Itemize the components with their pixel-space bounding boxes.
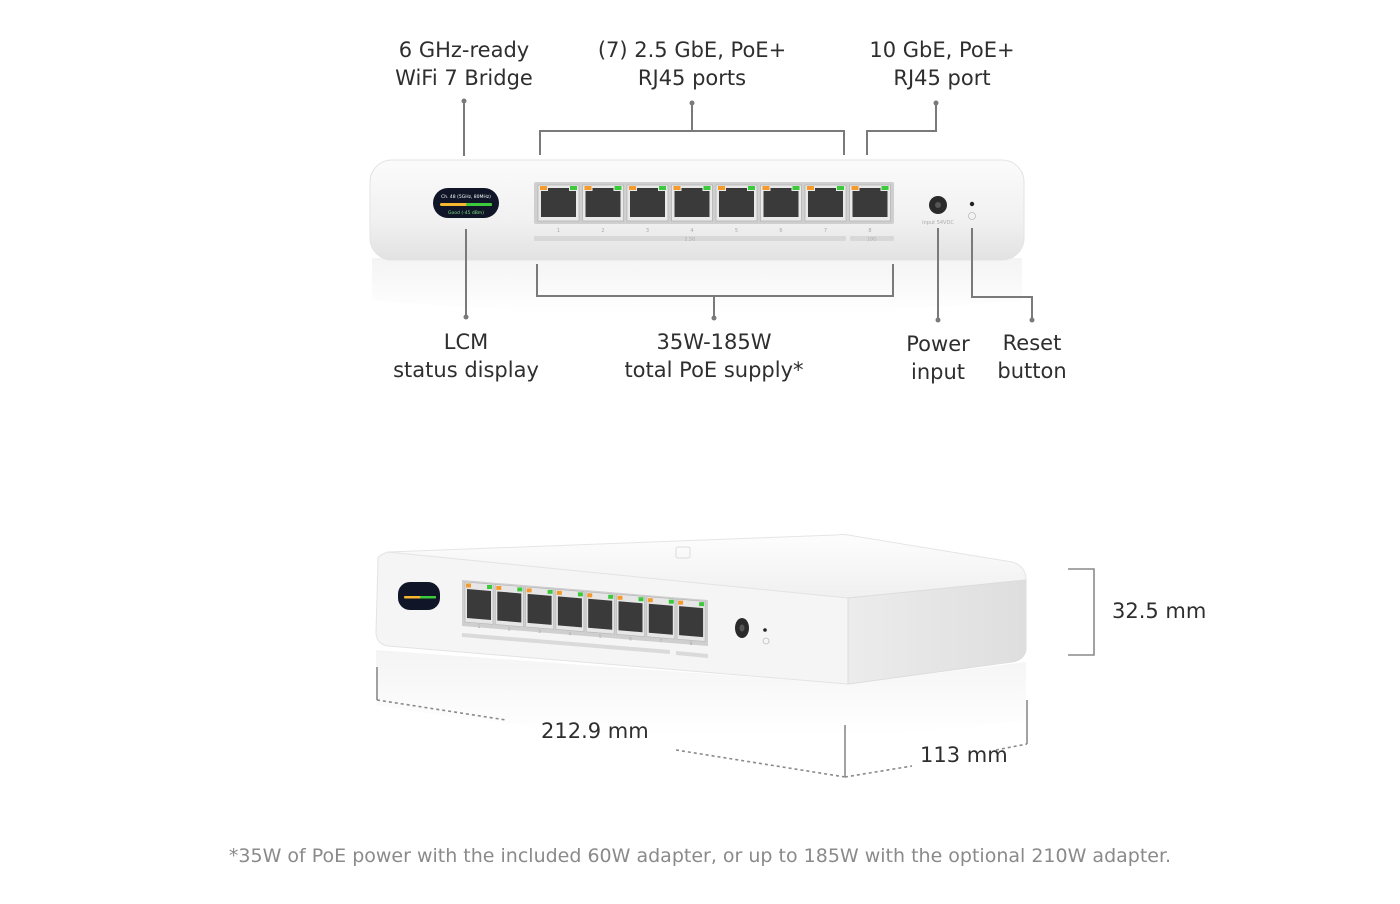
callout-poe-supply-line2: total PoE supply* xyxy=(624,358,804,382)
group-25g-label: 2.5G xyxy=(685,237,696,243)
group-25g-bar xyxy=(534,236,846,241)
callout-wifi-bridge-line2: WiFi 7 Bridge xyxy=(395,66,533,90)
port-number: 8 xyxy=(868,228,871,234)
callout-reset-button-line2: button xyxy=(997,359,1067,383)
callout-wifi-bridge: 6 GHz-ready WiFi 7 Bridge xyxy=(364,36,564,92)
rj45-port: 4 xyxy=(555,589,585,637)
power-jack: Input 54VDC xyxy=(922,196,954,226)
rj45-port: 8 xyxy=(676,598,706,647)
callout-25g-ports-line2: RJ45 ports xyxy=(637,66,747,90)
rj45-port: 5 xyxy=(715,184,758,234)
callout-wifi-bridge-line1: 6 GHz-ready xyxy=(398,38,530,62)
port-number: 5 xyxy=(735,228,738,234)
port-number: 6 xyxy=(779,228,782,234)
rj45-port: 4 xyxy=(671,184,713,234)
rj45-port: 6 xyxy=(760,184,802,234)
port-number: 2 xyxy=(601,228,604,234)
port-number: 7 xyxy=(659,639,662,645)
rj45-port: 5 xyxy=(585,591,615,640)
reset-hole-perspective xyxy=(763,628,767,632)
port-number: 5 xyxy=(599,634,602,640)
callout-power-input-line1: Power xyxy=(906,332,970,356)
port-number: 3 xyxy=(538,629,541,635)
power-jack-label: Input 54VDC xyxy=(922,220,954,226)
callout-25g-ports: (7) 2.5 GbE, PoE+ RJ45 ports xyxy=(572,36,812,92)
rj45-port: 7 xyxy=(804,184,847,234)
rj45-port: 2 xyxy=(582,184,624,234)
front-view-device: Ch. 48 (5GHz, 80MHz) Good (-45 dBm) 1 2 3 4… xyxy=(369,159,1025,315)
rj45-ports-perspective: 1 2 3 4 5 6 7 8 xyxy=(464,581,706,647)
reset-hole xyxy=(968,201,976,220)
lcm-display-perspective xyxy=(398,582,440,610)
dimension-width: 212.9 mm xyxy=(541,719,649,743)
callout-reset-button-line1: Reset xyxy=(1002,331,1062,355)
perspective-view-device: 1 2 3 4 5 6 7 8 xyxy=(375,534,1027,737)
poe-footnote: *35W of PoE power with the included 60W … xyxy=(228,845,1172,867)
rj45-port: 3 xyxy=(525,586,554,635)
callout-10g-port-line2: RJ45 port xyxy=(893,66,991,90)
callout-power-input-line2: input xyxy=(910,360,966,384)
rj45-port: 6 xyxy=(616,593,645,642)
port-number: 1 xyxy=(478,624,481,630)
lcm-line1: Ch. 48 (5GHz, 80MHz) xyxy=(441,194,491,200)
callout-poe-supply: 35W-185W total PoE supply* xyxy=(594,328,834,384)
rj45-port: 1 xyxy=(464,581,494,630)
callout-10g-port: 10 GbE, PoE+ RJ45 port xyxy=(842,36,1042,92)
rj45-port: 3 xyxy=(626,184,669,234)
port-number: 4 xyxy=(568,631,571,637)
rj45-port: 8 xyxy=(849,184,891,234)
port-block xyxy=(534,182,894,224)
port-number: 4 xyxy=(690,228,693,234)
rj45-port: 1 xyxy=(537,184,580,234)
dimension-height: 32.5 mm xyxy=(1112,599,1207,623)
callout-lcm: LCM status display xyxy=(366,328,566,384)
port-number: 6 xyxy=(629,636,632,642)
rj45-port: 7 xyxy=(646,596,676,645)
group-10g-bar xyxy=(850,236,894,241)
callout-reset-button: Reset button xyxy=(982,329,1082,385)
rj45-ports-front: 1 2 3 4 5 6 7 8 xyxy=(537,184,891,234)
port-number: 3 xyxy=(646,228,649,234)
port-number: 2 xyxy=(508,626,511,632)
dimension-lines xyxy=(376,568,1095,778)
ubiquiti-logo-icon xyxy=(675,546,691,559)
lcm-display: Ch. 48 (5GHz, 80MHz) Good (-45 dBm) xyxy=(433,188,499,218)
callout-poe-supply-line1: 35W-185W xyxy=(656,330,772,354)
callout-25g-ports-line1: (7) 2.5 GbE, PoE+ xyxy=(597,38,787,62)
port-number: 7 xyxy=(824,228,827,234)
callout-10g-port-line1: 10 GbE, PoE+ xyxy=(869,38,1015,62)
dimension-depth: 113 mm xyxy=(920,743,1008,767)
rj45-port: 2 xyxy=(495,584,524,632)
callout-lcm-line1: LCM xyxy=(443,330,489,354)
callout-lcm-line2: status display xyxy=(393,358,539,382)
leader-lines xyxy=(461,98,1035,323)
callout-power-input: Power input xyxy=(888,330,988,386)
lcm-line2: Good (-45 dBm) xyxy=(448,210,484,216)
port-number: 1 xyxy=(557,228,560,234)
port-number: 8 xyxy=(690,641,693,647)
group-10g-label: 10G xyxy=(867,237,877,243)
